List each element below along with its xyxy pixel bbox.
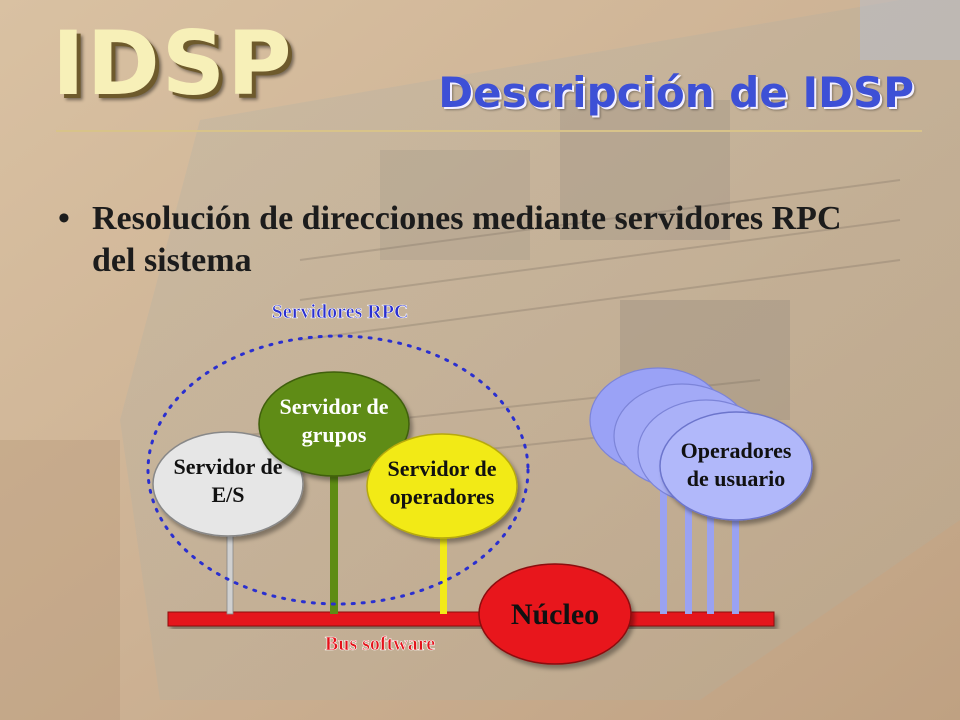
svg-text:Servidor de: Servidor de [174, 454, 283, 479]
svg-text:de usuario: de usuario [687, 466, 785, 491]
rpc-servers-group [146, 334, 530, 606]
svg-text:Servidor de: Servidor de [388, 456, 497, 481]
svg-text:E/S: E/S [211, 482, 244, 507]
connectors-usuario [660, 490, 739, 614]
svg-text:operadores: operadores [390, 484, 495, 509]
svg-text:Operadores: Operadores [681, 438, 792, 463]
svg-text:Servidor de: Servidor de [280, 394, 389, 419]
node-servidor-es: Servidor de E/S [152, 431, 304, 537]
idsp-logo: IDSP [52, 12, 294, 115]
bus-software-label: Bus software [325, 633, 435, 655]
svg-text:Núcleo: Núcleo [511, 598, 599, 631]
svg-text:grupos: grupos [302, 422, 367, 447]
node-operadores-usuario: Operadores de usuario [589, 367, 813, 521]
node-servidor-grupos: Servidor de grupos [258, 371, 410, 477]
connector-es [226, 529, 234, 615]
connector-grupos [330, 470, 338, 614]
node-servidor-operadores: Servidor de operadores [366, 433, 518, 539]
connector-operadores [440, 530, 447, 614]
software-bus [167, 611, 775, 627]
bullet-text: Resolución de direcciones mediante servi… [92, 200, 842, 279]
rpc-servers-label: Servidores RPC [272, 301, 409, 323]
slide-title: Descripción de IDSP [438, 68, 914, 117]
bullet-symbol: • [58, 200, 70, 237]
node-nucleo: Núcleo [478, 563, 632, 665]
title-divider [56, 130, 922, 132]
